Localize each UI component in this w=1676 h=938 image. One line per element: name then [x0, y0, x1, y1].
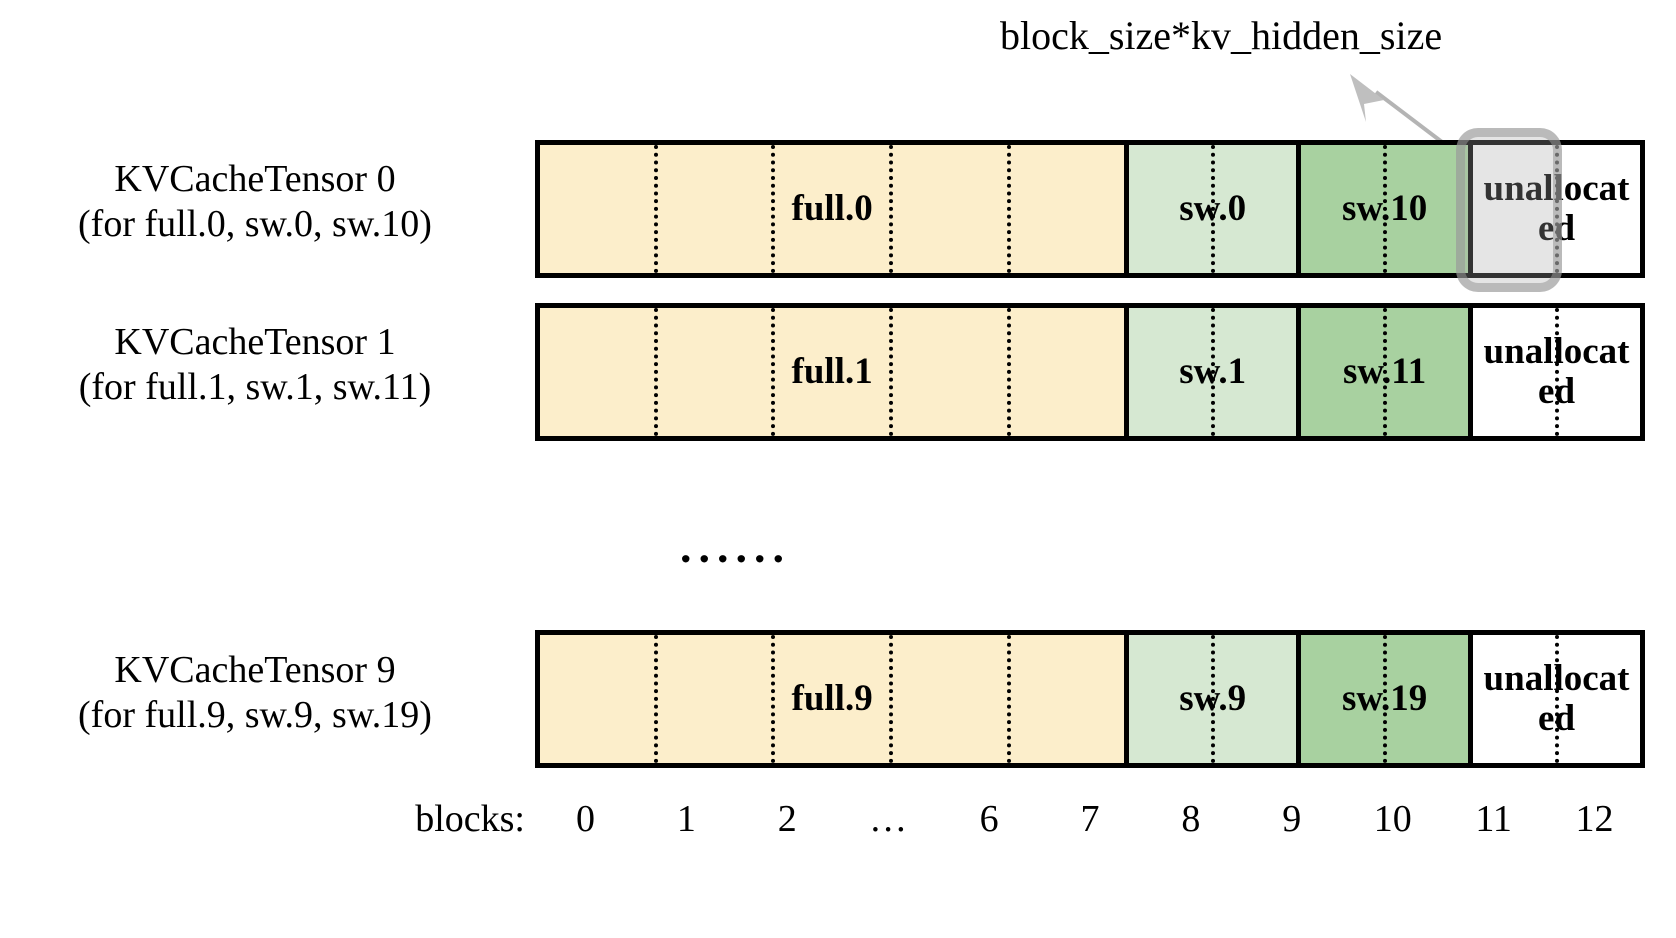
axis-tick-list: 0 1 2 … 6 7 8 9 10 11 12	[535, 800, 1645, 838]
row-label-1: KVCacheTensor 1 (for full.1, sw.1, sw.11…	[0, 320, 510, 410]
vertical-ellipsis: ......	[680, 521, 791, 572]
tensor-bar-9: full.9 sw.9 sw.19 unallocated	[535, 630, 1645, 768]
blocks-axis: blocks: 0 1 2 … 6 7 8 9 10 11 12	[0, 800, 1676, 870]
row-title-9: KVCacheTensor 9	[114, 649, 396, 691]
segment-label: full.0	[791, 188, 873, 230]
segment-label: sw.10	[1341, 188, 1428, 230]
segment-sw-light-0[interactable]: sw.0	[1129, 145, 1302, 273]
row-title-0: KVCacheTensor 0	[114, 158, 396, 200]
segment-full-1[interactable]: full.1	[540, 308, 1130, 436]
segment-unallocated-1[interactable]: unallocated	[1473, 308, 1640, 436]
segment-label: sw.19	[1341, 678, 1428, 720]
segment-unallocated-9[interactable]: unallocated	[1473, 635, 1640, 763]
row-title-1: KVCacheTensor 1	[114, 321, 396, 363]
callout-arrow-icon	[1350, 74, 1444, 144]
axis-tick: 6	[979, 798, 999, 840]
axis-tick: …	[869, 798, 908, 840]
segment-label: unallocated	[1483, 658, 1630, 739]
axis-tick: 7	[1080, 798, 1100, 840]
axis-tick: 1	[676, 798, 696, 840]
axis-title: blocks:	[415, 798, 525, 840]
segment-label: sw.9	[1179, 678, 1247, 720]
segment-label: unallocated	[1483, 168, 1630, 249]
segment-label: sw.11	[1342, 351, 1427, 393]
axis-tick: 8	[1181, 798, 1201, 840]
kvcachetensor-row-1: full.1 sw.1 sw.11 unallocated	[535, 303, 1645, 441]
axis-tick: 2	[777, 798, 797, 840]
segment-label: unallocated	[1483, 331, 1630, 412]
segment-unallocated-0[interactable]: unallocated	[1473, 145, 1640, 273]
segment-sw-dark-1[interactable]: sw.11	[1301, 308, 1474, 436]
segment-full-9[interactable]: full.9	[540, 635, 1130, 763]
row-subtitle-1: (for full.1, sw.1, sw.11)	[78, 365, 432, 408]
axis-tick: 10	[1373, 798, 1412, 840]
kvcachetensor-row-9: full.9 sw.9 sw.19 unallocated	[535, 630, 1645, 768]
axis-tick: 9	[1282, 798, 1302, 840]
row-subtitle-0: (for full.0, sw.0, sw.10)	[78, 202, 432, 245]
axis-tick: 12	[1575, 798, 1614, 840]
segment-sw-light-1[interactable]: sw.1	[1129, 308, 1302, 436]
segment-label: sw.1	[1179, 351, 1247, 393]
axis-tick: 11	[1475, 798, 1512, 840]
segment-sw-dark-0[interactable]: sw.10	[1301, 145, 1474, 273]
segment-sw-dark-9[interactable]: sw.19	[1301, 635, 1474, 763]
row-label-0: KVCacheTensor 0 (for full.0, sw.0, sw.10…	[0, 157, 510, 247]
row-label-9: KVCacheTensor 9 (for full.9, sw.9, sw.19…	[0, 648, 510, 738]
axis-tick: 0	[575, 798, 595, 840]
segment-label: full.9	[791, 678, 873, 720]
segment-sw-light-9[interactable]: sw.9	[1129, 635, 1302, 763]
tensor-bar-0: full.0 sw.0 sw.10 unallocated	[535, 140, 1645, 278]
segment-label: full.1	[791, 351, 873, 393]
tensor-bar-1: full.1 sw.1 sw.11 unallocated	[535, 303, 1645, 441]
callout-label: block_size*kv_hidden_size	[1000, 13, 1443, 58]
row-subtitle-9: (for full.9, sw.9, sw.19)	[78, 693, 432, 736]
segment-label: sw.0	[1179, 188, 1247, 230]
segment-full-0[interactable]: full.0	[540, 145, 1130, 273]
kvcachetensor-row-0: full.0 sw.0 sw.10 unallocated	[535, 140, 1645, 278]
